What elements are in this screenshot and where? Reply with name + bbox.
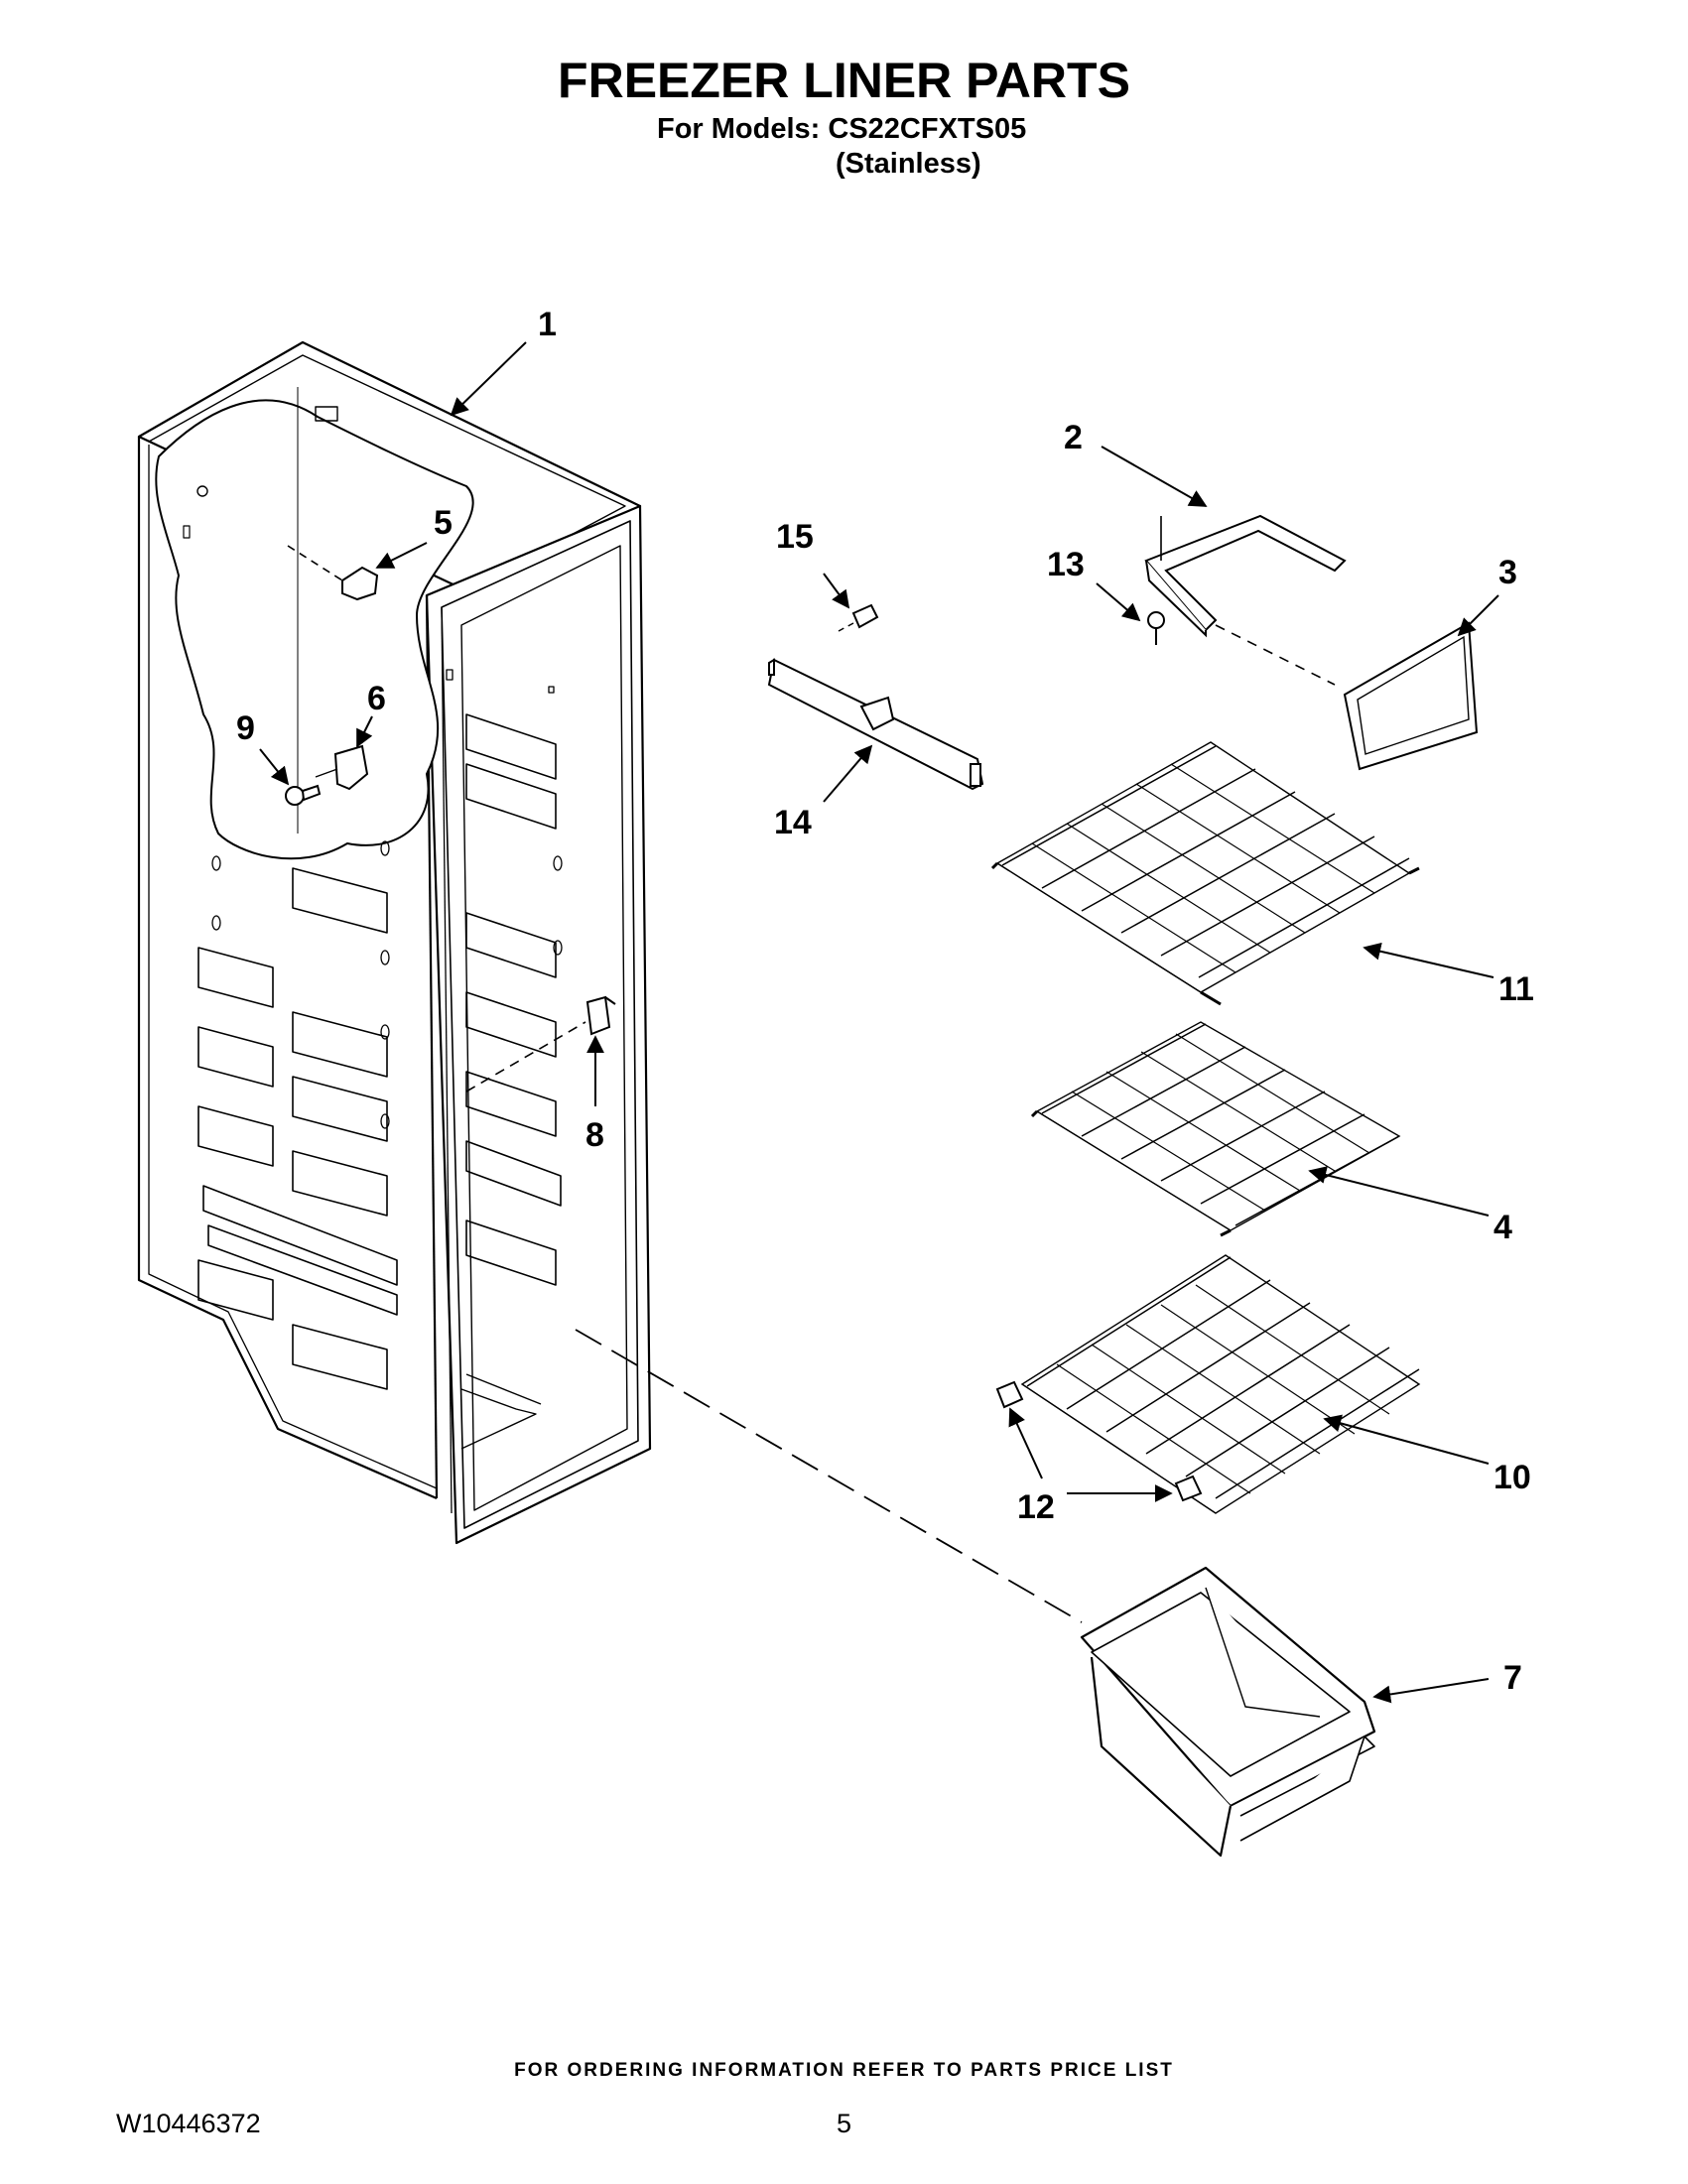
callout-15: 15 — [776, 518, 814, 556]
callout-13: 13 — [1047, 546, 1085, 583]
page-number: 5 — [837, 2109, 852, 2138]
models-line: For Models: CS22CFXTS05 — [657, 113, 1027, 145]
shelf-trim-part-3 — [1343, 621, 1479, 771]
clip-part-8 — [465, 995, 616, 1092]
shelf-support-part-14 — [767, 658, 984, 791]
callout-3: 3 — [1498, 554, 1517, 591]
wire-shelf-part-11 — [990, 741, 1420, 1006]
liner-clip-part-5 — [287, 545, 379, 601]
callout-5: 5 — [434, 504, 453, 542]
screw-part-15 — [838, 603, 879, 632]
screw-part-13 — [1147, 611, 1165, 645]
callout-8: 8 — [585, 1116, 604, 1154]
callout-4: 4 — [1493, 1209, 1512, 1246]
callout-2: 2 — [1064, 419, 1083, 456]
callout-14: 14 — [774, 804, 812, 841]
screw-part-9 — [285, 784, 322, 806]
callout-numbers: 1 2 3 4 5 6 7 8 9 10 11 12 13 14 15 — [236, 306, 1534, 1697]
callout-1: 1 — [538, 306, 557, 343]
freezer-bin-part-7 — [575, 1329, 1376, 1858]
ordering-note: FOR ORDERING INFORMATION REFER TO PARTS … — [514, 2060, 1174, 2081]
freezer-liner — [137, 340, 652, 1545]
leader-lines — [259, 341, 1499, 1704]
callout-7: 7 — [1503, 1659, 1522, 1697]
page-title: FREEZER LINER PARTS — [558, 53, 1130, 108]
wire-shelf-part-10 — [1020, 1254, 1421, 1514]
callout-12: 12 — [1017, 1488, 1055, 1526]
shelf-frame-part-2 — [1144, 514, 1347, 686]
callout-10: 10 — [1493, 1459, 1531, 1496]
shelf-end-cap-part-12 — [995, 1380, 1203, 1502]
callout-6: 6 — [367, 680, 386, 717]
document-number: W10446372 — [116, 2109, 261, 2138]
callout-11: 11 — [1498, 970, 1534, 1008]
callout-9: 9 — [236, 709, 255, 747]
model-variant: (Stainless) — [836, 148, 981, 180]
wire-shelf-part-4 — [1030, 1021, 1401, 1237]
